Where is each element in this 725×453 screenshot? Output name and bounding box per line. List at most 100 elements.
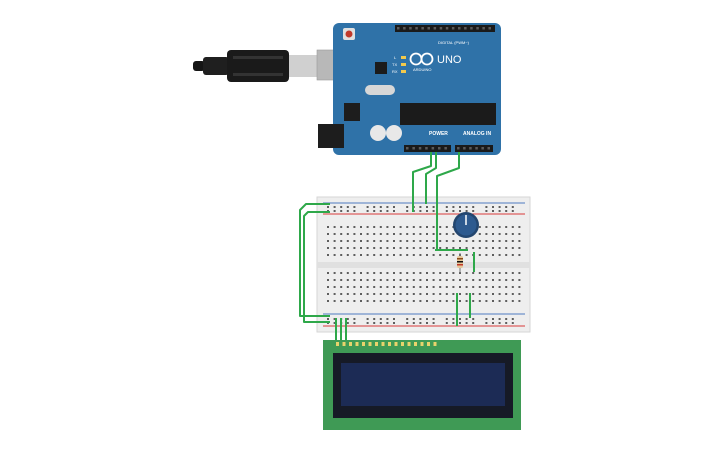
breadboard-hole — [492, 226, 494, 228]
breadboard-hole — [432, 286, 435, 288]
lcd-pin — [420, 342, 424, 346]
breadboard-hole — [346, 322, 349, 324]
breadboard-hole — [333, 226, 336, 228]
breadboard-hole — [406, 286, 409, 288]
breadboard-hole — [478, 272, 481, 274]
breadboard-hole — [432, 247, 435, 249]
breadboard-hole — [412, 226, 415, 228]
breadboard-hole — [419, 206, 422, 208]
breadboard-hole — [366, 254, 369, 256]
breadboard-hole — [505, 279, 508, 281]
breadboard-hole — [432, 206, 435, 208]
breadboard-hole — [393, 279, 395, 281]
breadboard-hole — [452, 279, 455, 281]
breadboard-hole — [511, 322, 514, 324]
breadboard-hole — [360, 247, 362, 249]
breadboard-hole — [379, 226, 382, 228]
breadboard-hole — [399, 272, 402, 274]
breadboard-hole — [452, 210, 455, 212]
header-hole — [463, 147, 466, 150]
breadboard-hole — [478, 240, 481, 242]
header-hole — [481, 147, 484, 150]
breadboard-hole — [379, 286, 382, 288]
breadboard-hole — [452, 206, 455, 208]
breadboard-hole — [353, 226, 356, 228]
breadboard-hole — [366, 210, 369, 212]
breadboard-hole — [511, 240, 514, 242]
crystal — [365, 85, 395, 95]
breadboard-hole — [373, 322, 376, 324]
breadboard-hole — [511, 233, 514, 235]
regulator — [344, 103, 360, 121]
breadboard-hole — [412, 279, 415, 281]
breadboard-hole — [445, 254, 448, 256]
breadboard-hole — [492, 206, 494, 208]
potentiometer — [453, 212, 479, 238]
breadboard-hole — [511, 300, 514, 302]
header-hole — [412, 147, 415, 150]
lcd-pin — [375, 342, 378, 346]
breadboard-hole — [346, 206, 349, 208]
breadboard-hole — [366, 272, 369, 274]
brand-text: ARDUINO — [413, 67, 431, 72]
breadboard-hole — [432, 322, 435, 324]
breadboard-hole — [465, 206, 468, 208]
breadboard-hole — [445, 247, 448, 249]
breadboard-hole — [419, 240, 422, 242]
breadboard-hole — [472, 286, 475, 288]
breadboard-hole — [439, 279, 442, 281]
breadboard-hole — [379, 293, 382, 295]
header-hole — [487, 147, 490, 150]
header-hole — [403, 27, 406, 30]
breadboard-hole — [505, 247, 508, 249]
breadboard-hole — [412, 286, 415, 288]
breadboard-hole — [445, 322, 448, 324]
breadboard-hole — [393, 247, 395, 249]
breadboard-hole — [393, 322, 395, 324]
breadboard-hole — [333, 286, 336, 288]
lcd-pin — [394, 342, 398, 346]
breadboard-hole — [452, 272, 455, 274]
breadboard-hole — [346, 254, 349, 256]
breadboard-hole — [340, 300, 343, 302]
breadboard-hole — [452, 240, 455, 242]
breadboard-hole — [399, 254, 402, 256]
breadboard-hole — [373, 206, 376, 208]
breadboard-hole — [333, 322, 336, 324]
breadboard-hole — [366, 247, 369, 249]
model-text: UNO — [437, 54, 462, 66]
breadboard-hole — [485, 247, 488, 249]
status-leds: L TX RX — [392, 55, 406, 74]
breadboard-hole — [445, 210, 448, 212]
breadboard-hole — [432, 254, 435, 256]
header-hole — [451, 27, 455, 30]
breadboard-hole — [426, 233, 428, 235]
breadboard-hole — [346, 226, 349, 228]
breadboard-hole — [492, 233, 494, 235]
breadboard-hole — [459, 318, 461, 320]
breadboard-hole — [485, 286, 488, 288]
breadboard-hole — [426, 240, 428, 242]
header-hole — [439, 27, 443, 30]
breadboard-hole — [445, 226, 448, 228]
breadboard-hole — [511, 206, 514, 208]
header-hole — [421, 27, 424, 30]
breadboard-hole — [346, 233, 349, 235]
header-hole — [397, 27, 400, 30]
breadboard-hole — [327, 272, 329, 274]
breadboard-hole — [346, 300, 349, 302]
breadboard-hole — [505, 272, 508, 274]
analog-header-label: ANALOG IN — [463, 131, 491, 137]
wire-a0 — [436, 152, 460, 250]
breadboard-hole — [406, 254, 409, 256]
breadboard-hole — [478, 247, 481, 249]
breadboard-hole — [406, 247, 409, 249]
breadboard-hole — [340, 206, 343, 208]
breadboard-hole — [379, 279, 382, 281]
breadboard-hole — [366, 322, 369, 324]
breadboard-hole — [379, 322, 382, 324]
header-hole — [431, 147, 435, 150]
power-jack — [318, 124, 344, 148]
breadboard-hole — [353, 210, 356, 212]
